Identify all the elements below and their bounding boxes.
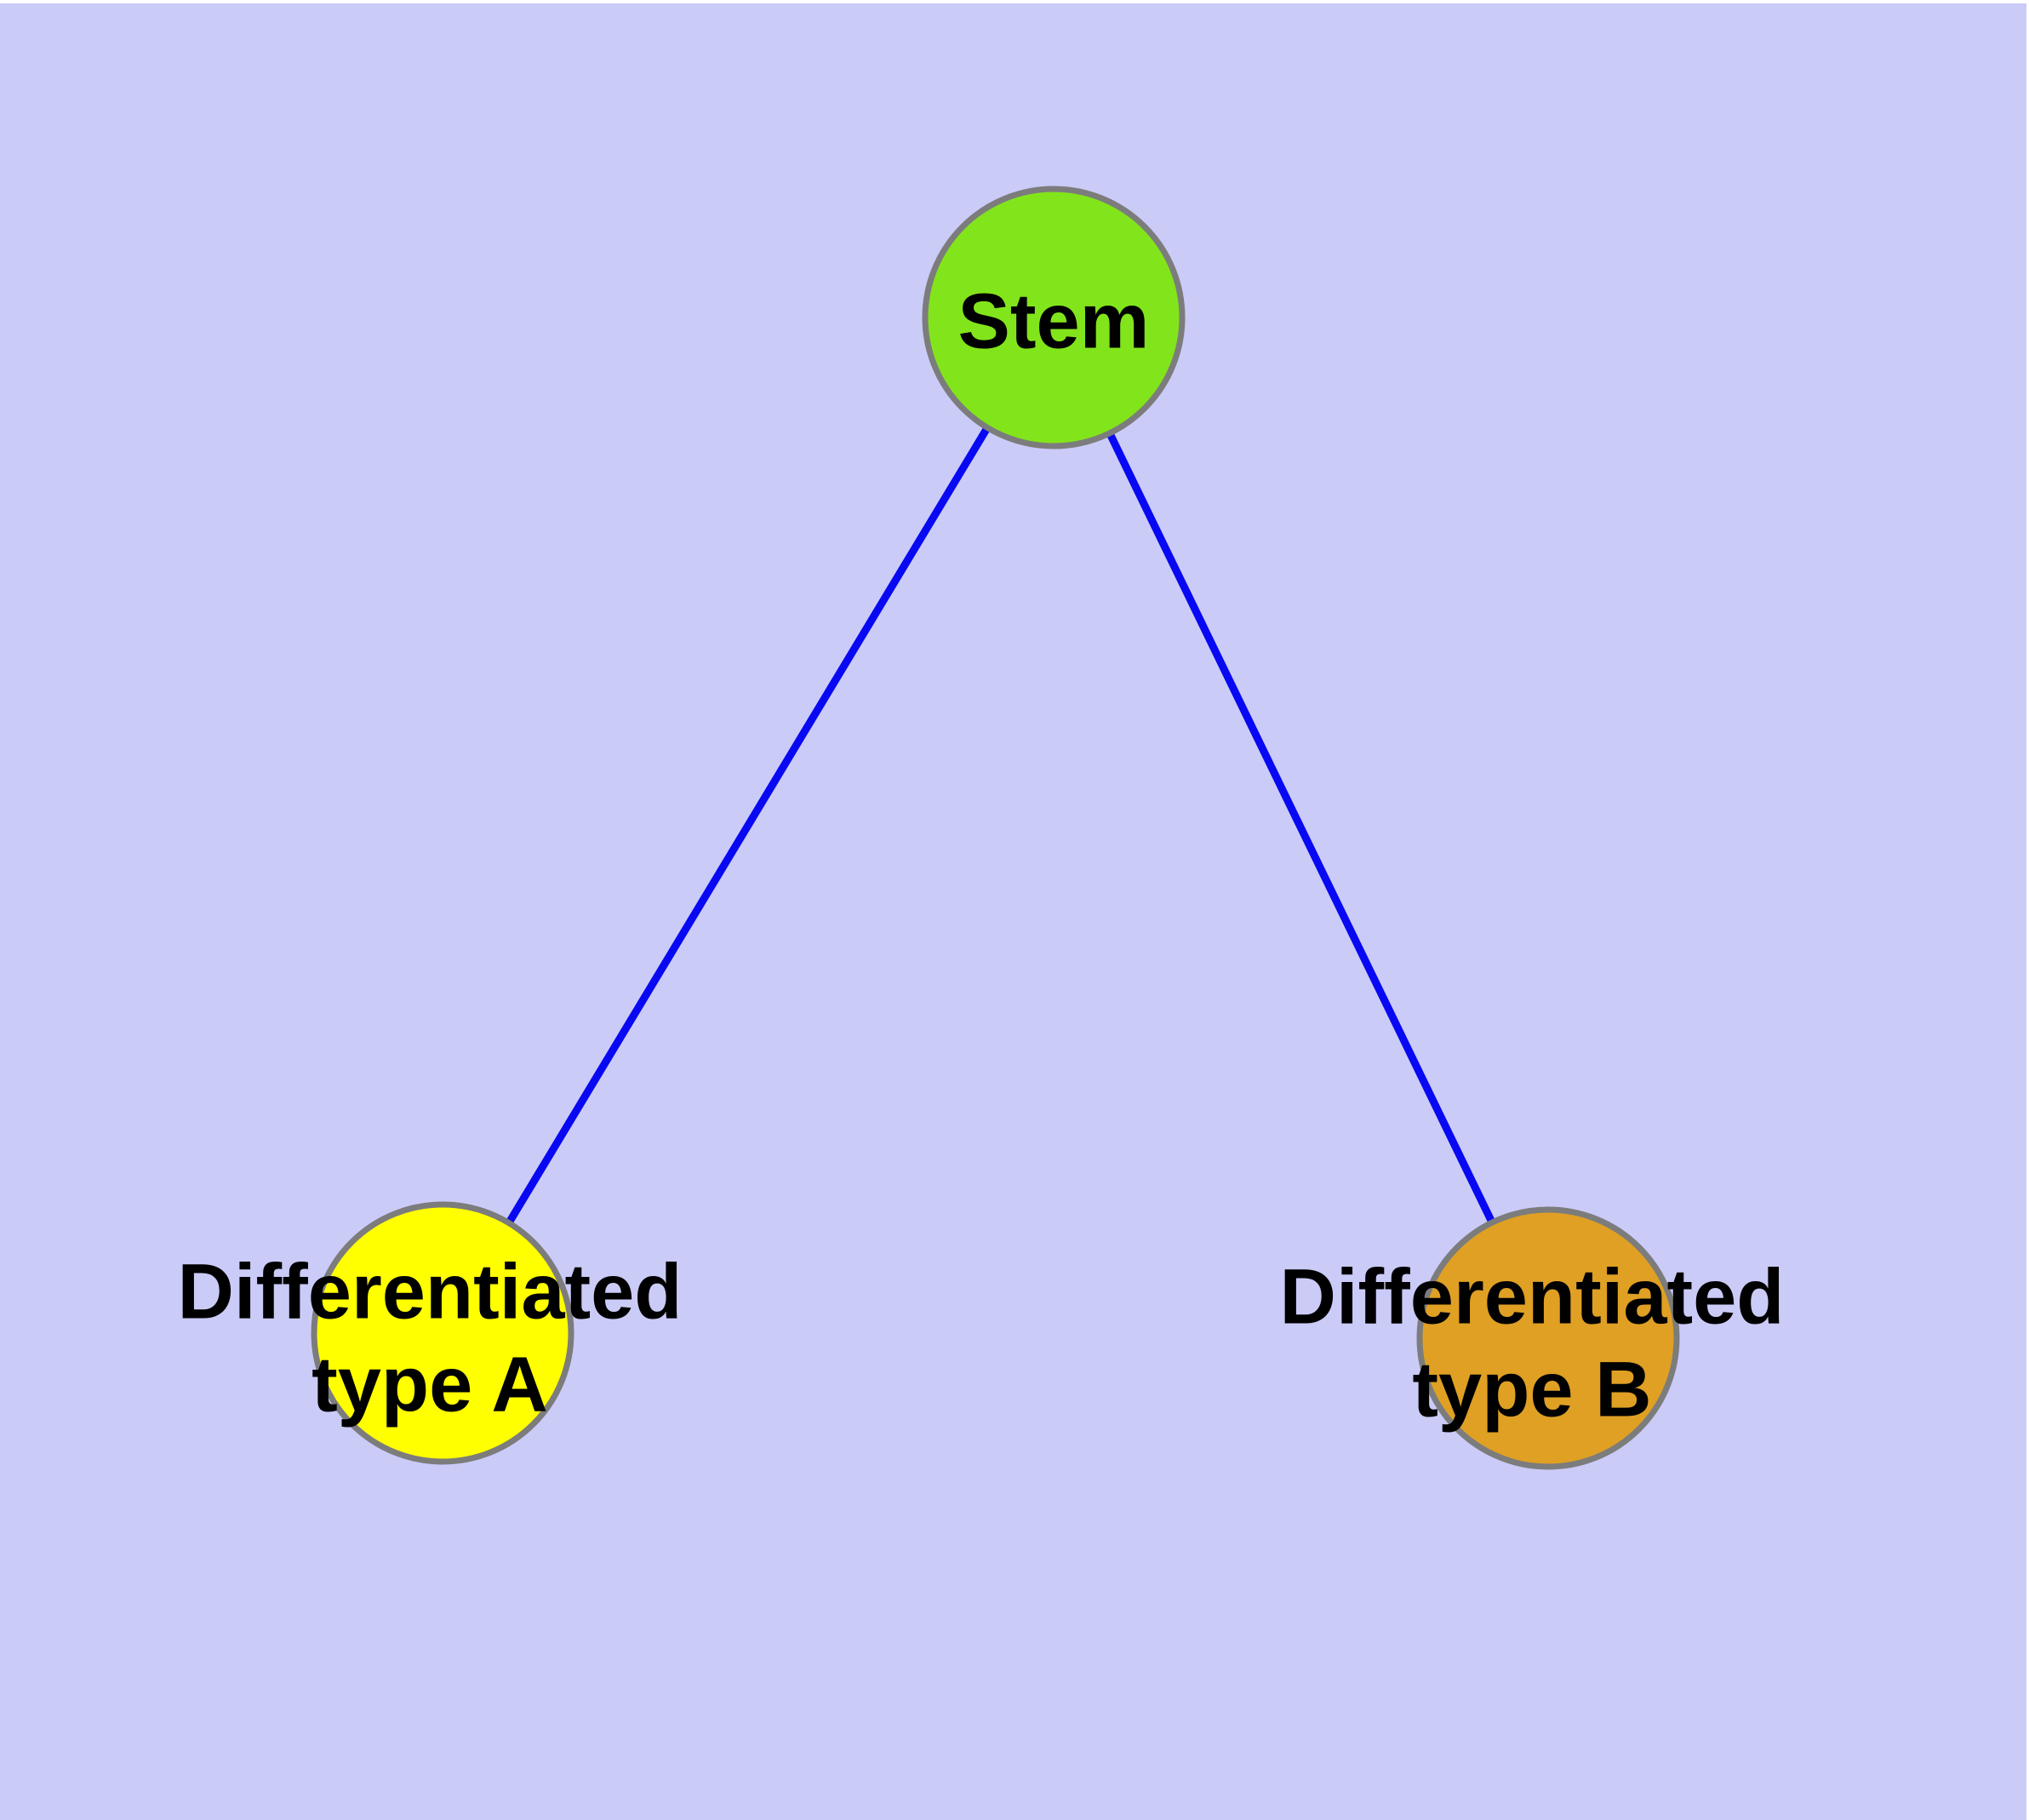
node-type-b-circle (1416, 1206, 1680, 1470)
edge-stem-to-type-b (1049, 316, 1552, 1340)
edge-stem-to-type-a (439, 315, 1057, 1336)
node-stem-circle (922, 186, 1186, 449)
node-type-a-label: Differentiated type A (177, 1248, 683, 1428)
node-stem-label: Stem (957, 278, 1150, 365)
node-type-a-circle (311, 1201, 574, 1465)
node-type-b-label: Differentiated type B (1279, 1253, 1785, 1433)
